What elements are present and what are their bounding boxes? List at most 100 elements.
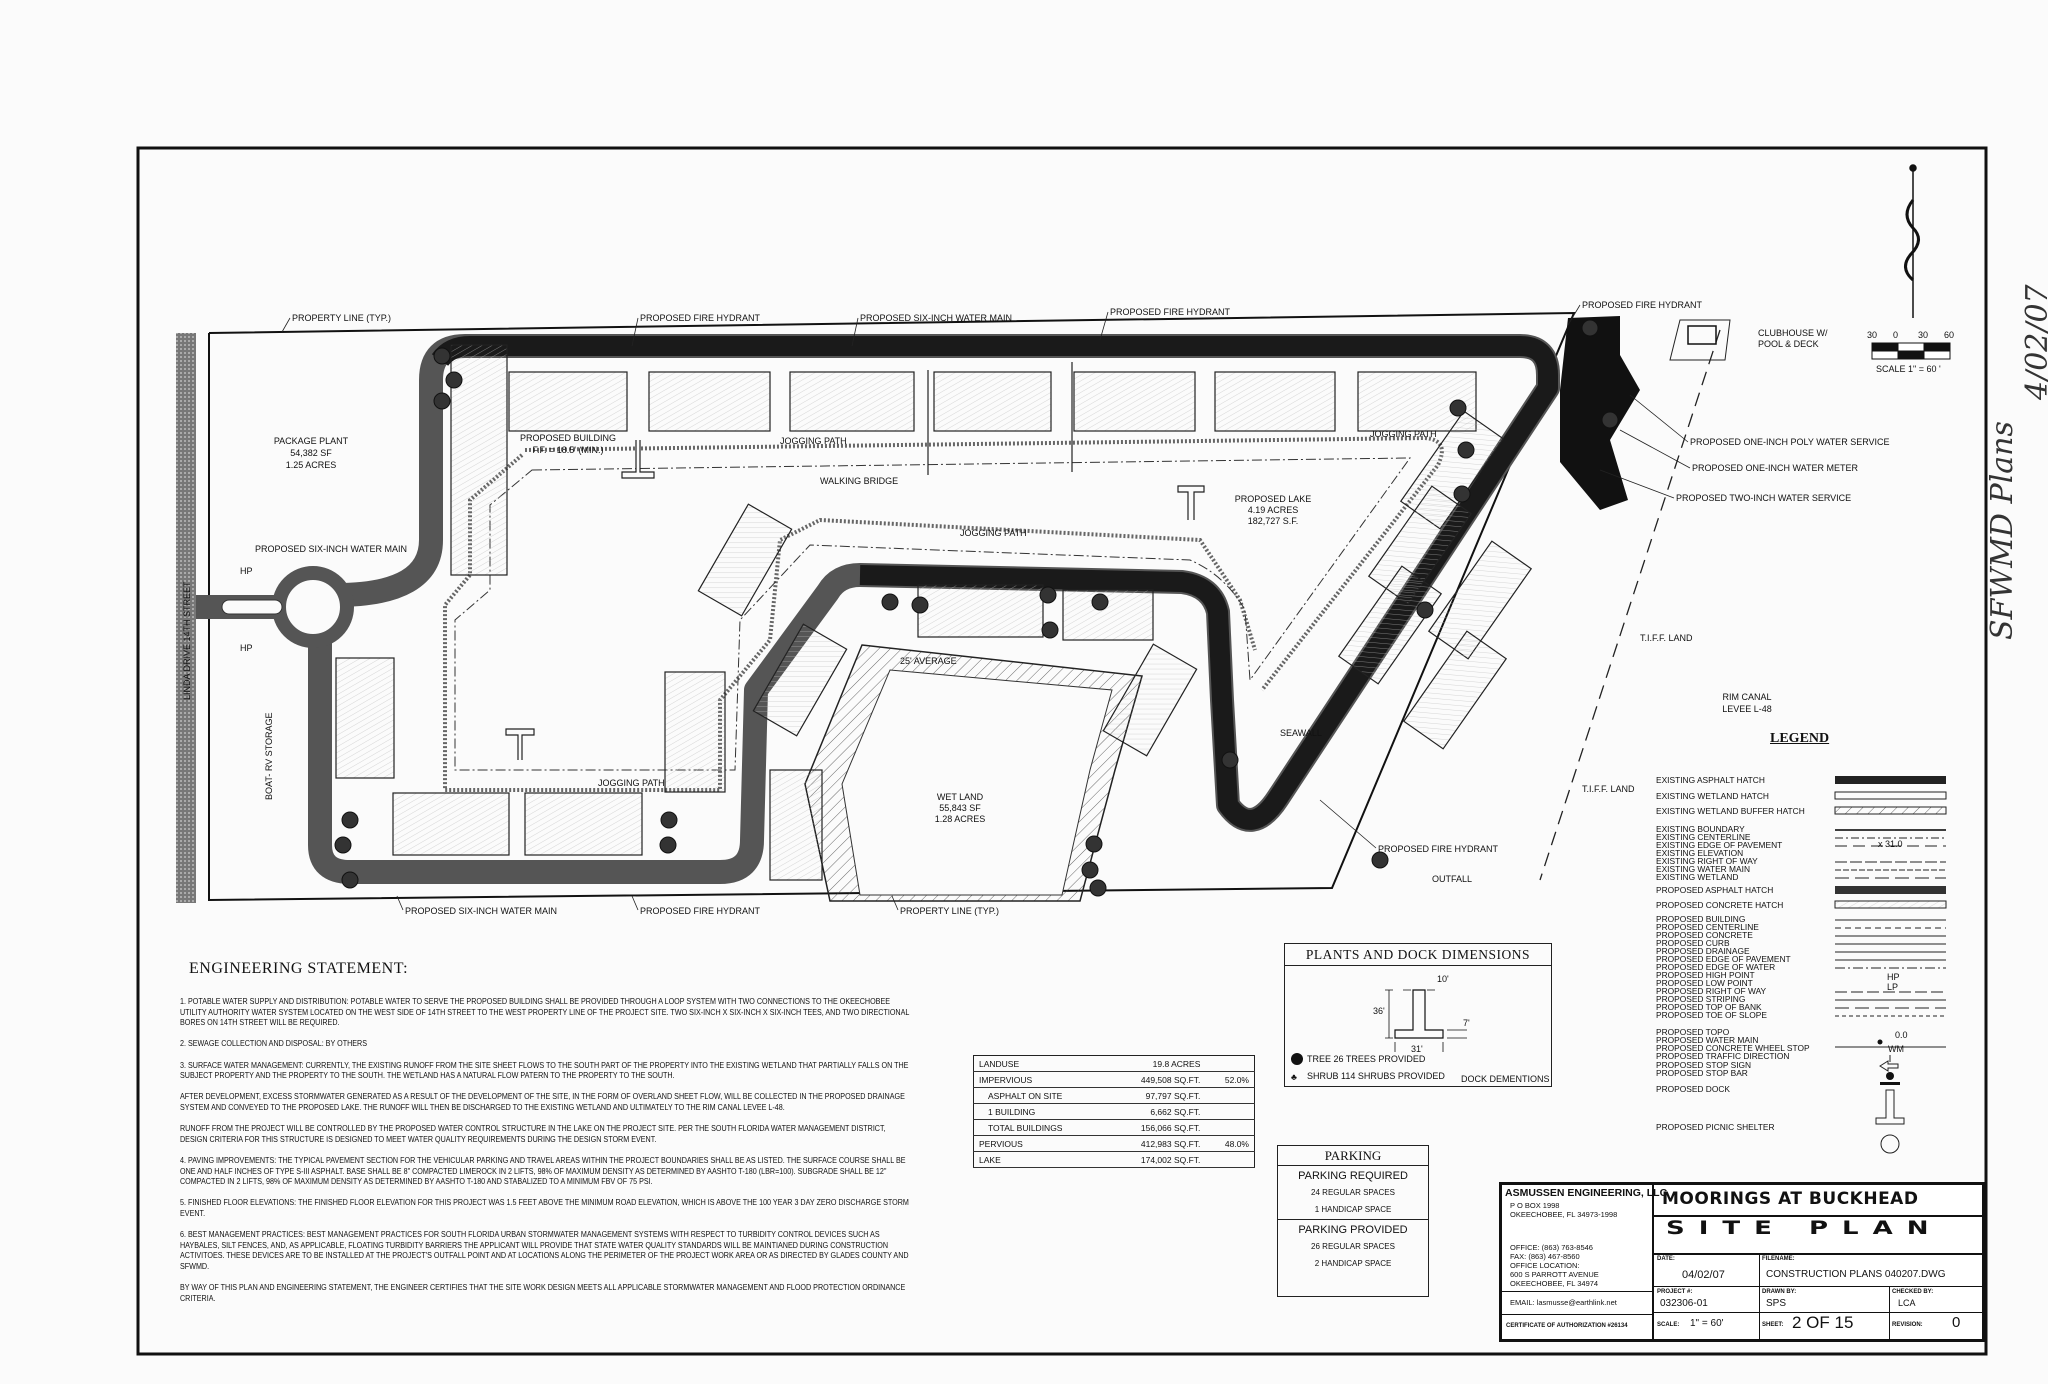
tree-icon <box>433 347 451 365</box>
proposed-building <box>697 503 793 617</box>
legend-elevation-symbol: x 31.0 <box>1878 839 1903 849</box>
leader-lines <box>281 304 1691 911</box>
legend-symbols <box>1834 776 1947 1154</box>
project-name: MOORINGS AT BUCKHEAD <box>1662 1189 1919 1209</box>
statement-paragraph: 5. FINISHED FLOOR ELEVATIONS: THE FINISH… <box>180 1197 909 1218</box>
jogging-path-label: JOGGING PATH <box>1370 429 1437 439</box>
clubhouse-deck <box>1669 319 1731 361</box>
statement-paragraph: BY WAY OF THIS PLAN AND ENGINEERING STAT… <box>180 1282 906 1303</box>
package-plant-label: PACKAGE PLANT <box>274 436 349 446</box>
callout-fire-hydrant: PROPOSED FIRE HYDRANT <box>640 313 761 323</box>
tree-icon <box>1089 879 1107 897</box>
legend-item: PROPOSED CONCRETE WHEEL STOP <box>1656 1043 1810 1053</box>
scale-tick: 0 <box>1893 330 1898 340</box>
proposed-building <box>1402 630 1508 750</box>
callout-water-main: PROPOSED SIX-INCH WATER MAIN <box>255 544 407 554</box>
legend-item: PROPOSED CONCRETE HATCH <box>1656 900 1784 910</box>
callout-water-main: PROPOSED SIX-INCH WATER MAIN <box>860 313 1012 323</box>
legend-item: EXISTING EDGE OF PAVEMENT <box>1656 840 1783 850</box>
dock-dimensions-label: DOCK DEMENTIONS <box>1461 1074 1550 1084</box>
checked-by-value: LCA <box>1898 1298 1916 1308</box>
legend-item: PROPOSED CURB <box>1656 938 1730 948</box>
legend-item: PROPOSED STOP SIGN <box>1656 1060 1752 1070</box>
legend-item: PROPOSED TOE OF SLOPE <box>1656 1010 1767 1020</box>
legend-item: EXISTING ASPHALT HATCH <box>1656 775 1765 785</box>
tree-icon <box>1601 411 1619 429</box>
legend-item: PROPOSED PICNIC SHELTER <box>1656 1122 1775 1132</box>
scale-label: SCALE: <box>1657 1322 1680 1328</box>
tiff-land-label: T.I.F.F. LAND <box>1582 784 1635 794</box>
drawn-by-label: DRAWN BY: <box>1762 1289 1797 1295</box>
landuse-cell: IMPERVIOUS <box>973 1071 1107 1088</box>
project-number-value: 032306-01 <box>1660 1298 1708 1309</box>
legend-hp-symbol: HP <box>1887 972 1900 982</box>
legend-stop-sign-icon <box>1886 1072 1894 1080</box>
proposed-building <box>1214 371 1336 432</box>
legend-item: PROPOSED TOP OF BANK <box>1656 1002 1762 1012</box>
dim-width: 10' <box>1437 974 1449 984</box>
plants-dock-title: PLANTS AND DOCK DIMENSIONS <box>1285 944 1551 966</box>
legend-item: PROPOSED EDGE OF PAVEMENT <box>1656 954 1791 964</box>
proposed-building <box>752 623 848 737</box>
po-city: OKEECHOBEE, FL 34973-1998 <box>1510 1210 1618 1219</box>
legend-item: PROPOSED DOCK <box>1656 1084 1730 1094</box>
buffer-average-label: 25' AVERAGE <box>900 656 957 666</box>
tiff-land-label: T.I.F.F. LAND <box>1640 633 1693 643</box>
landuse-cell: 174,002 SQ.FT. <box>1106 1151 1206 1168</box>
project-number-label: PROJECT #: <box>1657 1289 1693 1295</box>
statement-paragraph: 3. SURFACE WATER MANAGEMENT: CURRENTLY, … <box>180 1059 909 1081</box>
proposed-building <box>933 371 1052 432</box>
proposed-building <box>1337 565 1443 685</box>
scale-bar <box>1871 342 1951 360</box>
shrub-count: SHRUB 114 SHRUBS PROVIDED <box>1307 1071 1445 1081</box>
proposed-building <box>524 792 643 856</box>
landuse-cell: 412,983 SQ.FT. <box>1106 1135 1206 1152</box>
filename-label: FILENAME: <box>1762 1256 1795 1262</box>
landuse-cell: ASPHALT ON SITE <box>973 1087 1107 1104</box>
dock-dimension-diagram: 10' 36' 7' 31' TREE 26 TREES PROVIDED ♣ … <box>1291 974 1550 1084</box>
fax: FAX: (863) 467-8560 <box>1510 1252 1580 1261</box>
drawn-by-value: SPS <box>1766 1298 1787 1309</box>
callout-fire-hydrant: PROPOSED FIRE HYDRANT <box>1378 844 1499 854</box>
landuse-cell: PERVIOUS <box>973 1135 1107 1152</box>
sheet-value: 2 OF 15 <box>1792 1313 1854 1332</box>
tree-icon <box>1221 751 1239 769</box>
dim-depth: 7' <box>1463 1018 1470 1028</box>
date-label: DATE: <box>1657 1256 1675 1262</box>
parking-provided-title: PARKING PROVIDED <box>1298 1224 1408 1236</box>
property-line <box>208 311 1576 902</box>
walking-bridge-label: WALKING BRIDGE <box>820 476 898 486</box>
tree-icon <box>1041 621 1059 639</box>
proposed-building <box>1427 540 1533 660</box>
tree-icon <box>1416 601 1434 619</box>
landuse-cell <box>1205 1055 1255 1072</box>
proposed-building <box>648 371 771 432</box>
14th-street <box>176 333 196 903</box>
lake-label: PROPOSED LAKE <box>1235 494 1312 504</box>
landuse-cell: 6,662 SQ.FT. <box>1106 1103 1206 1120</box>
dim-span: 31' <box>1411 1044 1423 1054</box>
date-value: 04/02/07 <box>1682 1269 1725 1281</box>
callout-water-meter: PROPOSED ONE-INCH WATER METER <box>1692 463 1859 473</box>
checked-by-label: CHECKED BY: <box>1892 1289 1934 1295</box>
legend-item: PROPOSED STRIPING <box>1656 994 1746 1004</box>
tree-icon <box>660 811 678 829</box>
wetland <box>841 669 1113 896</box>
sheet-title: SITE PLAN <box>1666 1218 1943 1239</box>
legend-item: EXISTING WETLAND <box>1656 872 1739 882</box>
parking-provided-regular: 26 REGULAR SPACES <box>1311 1242 1395 1251</box>
proposed-building <box>769 769 823 881</box>
callout-poly-water-service: PROPOSED ONE-INCH POLY WATER SERVICE <box>1690 437 1890 447</box>
dim-length: 36' <box>1373 1006 1385 1016</box>
legend-item: PROPOSED DRAINAGE <box>1656 946 1750 956</box>
entrance-median <box>221 599 283 615</box>
jogging-path-label: JOGGING PATH <box>780 436 847 446</box>
callout-water-main: PROPOSED SIX-INCH WATER MAIN <box>405 906 557 916</box>
tree-icon <box>1457 441 1475 459</box>
street-label: LINDA DRIVE 14TH STREET <box>182 581 192 700</box>
tree-icon <box>1371 851 1389 869</box>
legend-item: PROPOSED CENTERLINE <box>1656 922 1759 932</box>
proposed-building <box>917 584 1044 638</box>
